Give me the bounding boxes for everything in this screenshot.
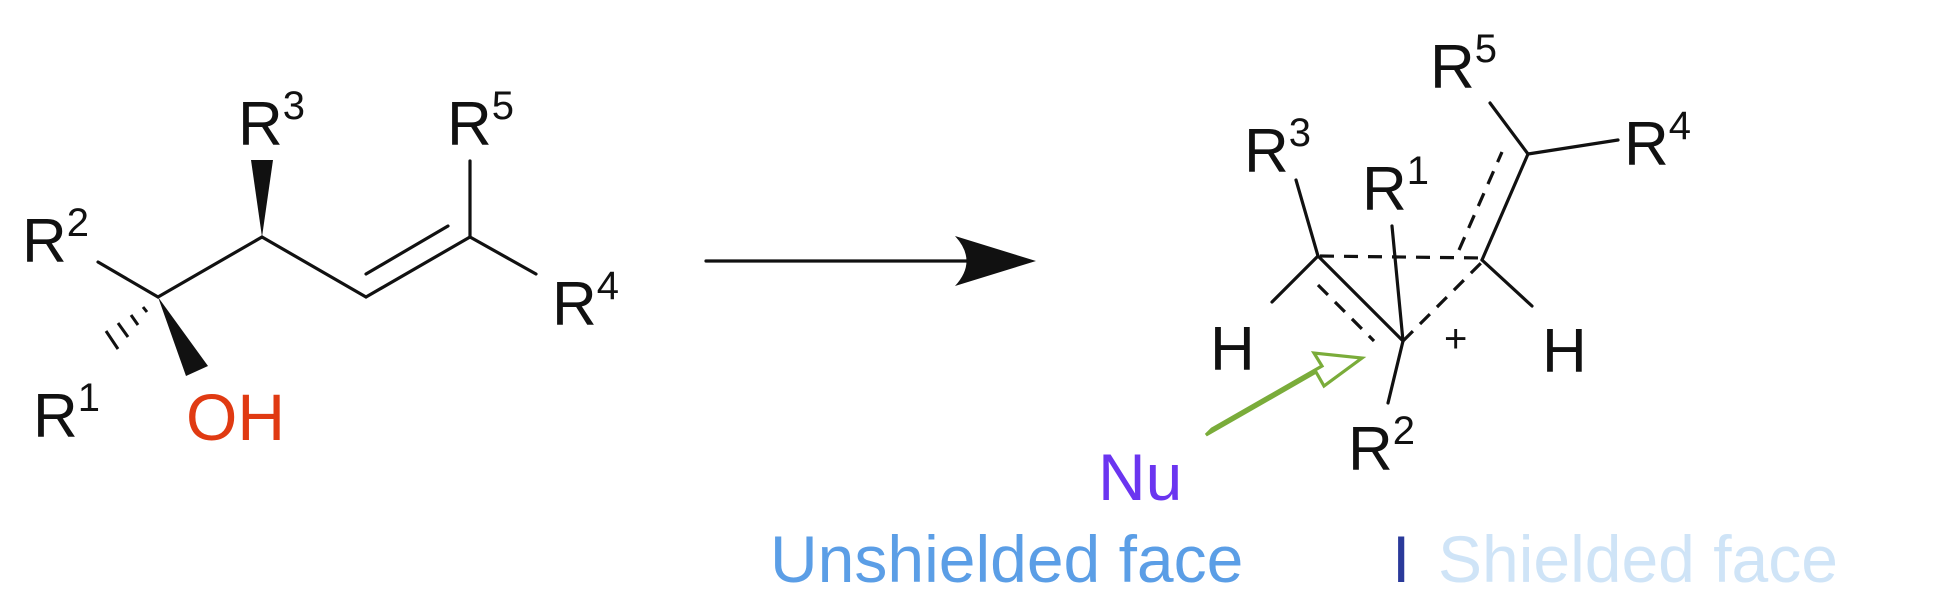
label-h-right: H [1542, 317, 1587, 386]
bond-cc-h [1480, 258, 1534, 308]
bond-cd-r4 [1526, 138, 1620, 156]
bond-c1-c2 [156, 235, 264, 299]
intermediate-structure: R5 R3 R1 R4 R2 H H + Nu [1098, 27, 1691, 514]
label-nucleophile: Nu [1098, 440, 1182, 514]
legend-unshielded-face: Unshielded face [770, 522, 1243, 596]
positive-charge: + [1444, 317, 1467, 361]
bond-ca-cb [1316, 254, 1405, 343]
bond-cb-r2 [1386, 339, 1405, 405]
bond-cb-r1 [1390, 224, 1405, 343]
label-r2-intermediate: R2 [1348, 409, 1415, 484]
label-r3-intermediate: R3 [1244, 111, 1311, 186]
bond-ca-cc-partial [1319, 254, 1483, 260]
bond-cc-cd [1480, 152, 1530, 262]
hashed-bond-r1 [104, 306, 149, 350]
label-r1-reactant: R1 [33, 376, 100, 451]
legend-shielded-face: Shielded face [1438, 522, 1838, 596]
label-r5-reactant: R5 [447, 84, 514, 159]
bond-ca-h [1270, 254, 1320, 304]
label-r5-intermediate: R5 [1430, 27, 1497, 102]
label-hydroxyl: OH [186, 380, 285, 454]
face-legend: Unshielded face I Shielded face [770, 522, 1838, 596]
bond-cc-cd-partial [1457, 151, 1504, 251]
label-r2-reactant: R2 [22, 201, 89, 276]
legend-separator: I [1392, 522, 1410, 596]
bond-c2-c3 [260, 235, 368, 299]
label-r4-intermediate: R4 [1624, 104, 1691, 179]
bond-c3-c4 [364, 235, 472, 299]
wedge-bond-r3 [251, 160, 273, 237]
reactant-structure: R2 R1 R3 R5 R4 OH [22, 84, 619, 454]
bond-ca-cb-partial [1316, 283, 1376, 343]
bond-ca-r3 [1294, 178, 1320, 258]
nucleophile-attack-arrow [1204, 351, 1367, 437]
bond-c3-c4-inner [364, 224, 450, 276]
wedge-bond-oh [158, 297, 208, 376]
bond-cb-cc-partial [1401, 260, 1484, 343]
bond-c4-r4 [468, 235, 538, 276]
label-r4-reactant: R4 [552, 264, 619, 339]
label-r3-reactant: R3 [238, 84, 305, 159]
label-r1-intermediate: R1 [1362, 149, 1429, 224]
reaction-arrow [704, 236, 1036, 286]
bond-c1-r2 [96, 260, 160, 299]
label-h-left: H [1210, 315, 1255, 384]
bond-cd-r5 [1488, 101, 1530, 156]
